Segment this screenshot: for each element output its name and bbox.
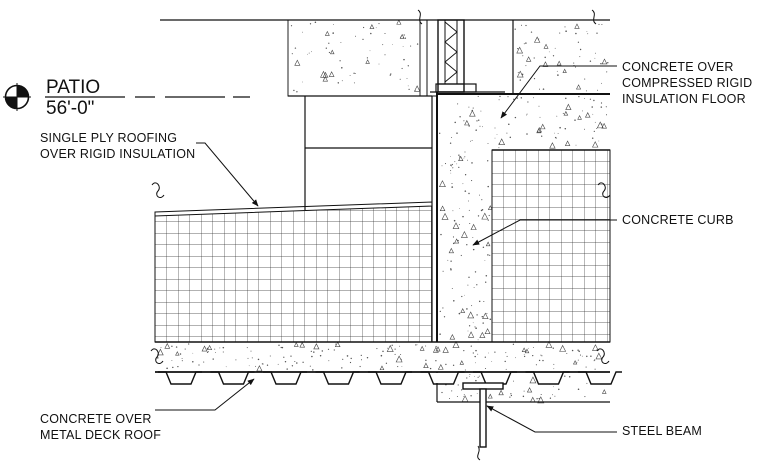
callout-roofing-line-2: OVER RIGID INSULATION — [40, 147, 196, 161]
concrete-speckle — [157, 19, 609, 404]
rigid-insulation-floor — [491, 149, 611, 343]
callout-concrete-floor-line-3: INSULATION FLOOR — [622, 92, 746, 106]
callout-concrete-curb: CONCRETE CURB — [622, 213, 734, 227]
metal-deck — [155, 371, 622, 385]
callout-steel-beam: STEEL BEAM — [622, 424, 703, 438]
callout-roofing-line-1: SINGLE PLY ROOFING — [40, 131, 178, 145]
break-lines — [150, 9, 611, 461]
level-marker-symbol — [3, 83, 31, 111]
callout-metal-deck-line-2: METAL DECK ROOF — [40, 428, 162, 442]
upper-concrete-wall — [287, 19, 421, 97]
upper-right-concrete — [513, 20, 610, 94]
concrete-hatch — [155, 19, 610, 402]
stud-wall — [424, 19, 505, 97]
level-elevation: 56'-0" — [46, 98, 95, 119]
concrete-topping-slab — [437, 94, 610, 150]
callout-metal-deck-line-1: CONCRETE OVER — [40, 412, 152, 426]
leader-lines — [155, 65, 617, 433]
level-name: PATIO — [46, 77, 101, 98]
steel-beam-section — [462, 382, 504, 448]
callout-concrete-floor-line-2: COMPRESSED RIGID — [622, 76, 753, 90]
concrete-curb-body — [437, 150, 492, 342]
callout-concrete-floor-line-1: CONCRETE OVER — [622, 60, 734, 74]
rigid-insulation-roof — [154, 203, 433, 343]
